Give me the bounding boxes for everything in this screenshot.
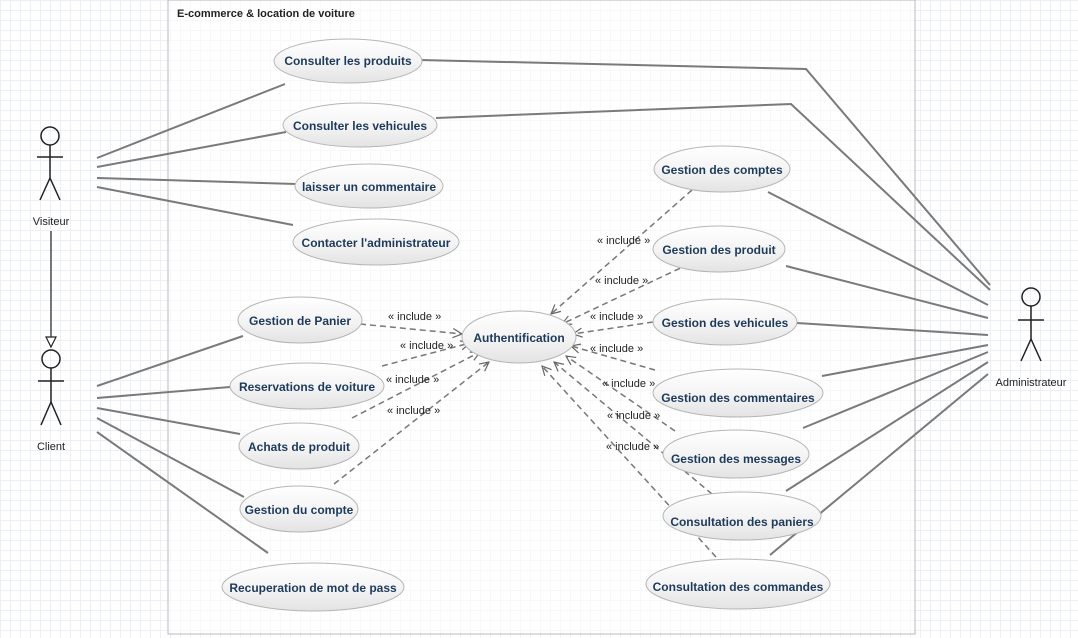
svg-text:Consultation des commandes: Consultation des commandes [653, 580, 824, 594]
include-label: « include » [607, 410, 660, 422]
svg-text:Gestion des comptes: Gestion des comptes [661, 163, 783, 177]
svg-text:Reservations de voiture: Reservations de voiture [239, 380, 375, 394]
include-dependencies [333, 189, 717, 558]
include-label: « include » [400, 340, 453, 352]
include-label: « include » [387, 405, 440, 417]
svg-text:Consulter les vehicules: Consulter les vehicules [293, 119, 427, 133]
administrateur-associations [419, 59, 991, 556]
usecase-consultation-commandes[interactable]: Consultation des commandes [645, 558, 831, 610]
system-title: E-commerce & location de voiture [177, 8, 355, 20]
usecase-gestion-panier[interactable]: Gestion de Panier [237, 296, 363, 344]
include-label: « include » [602, 378, 655, 390]
svg-text:Gestion des produit: Gestion des produit [662, 243, 775, 257]
svg-text:Gestion du compte: Gestion du compte [245, 503, 354, 517]
usecase-consultation-paniers[interactable]: Consultation des paniers [662, 491, 822, 541]
svg-text:Contacter l'administrateur: Contacter l'administrateur [302, 236, 451, 250]
actor-administrateur-label: Administrateur [996, 377, 1067, 389]
include-label: « include » [590, 311, 643, 323]
usecase-gestion-compte[interactable]: Gestion du compte [239, 485, 359, 533]
usecase-achats-produit[interactable]: Achats de produit [238, 422, 360, 470]
actor-administrateur[interactable]: Administrateur [996, 287, 1067, 389]
svg-text:Gestion des commentaires: Gestion des commentaires [661, 391, 815, 405]
actor-visiteur[interactable]: Visiteur [33, 126, 70, 228]
client-associations [96, 335, 269, 554]
usecase-authentification[interactable]: Authentification [461, 310, 577, 364]
svg-text:Gestion des messages: Gestion des messages [671, 452, 801, 466]
include-label: « include » [590, 343, 643, 355]
include-label: « include » [388, 311, 441, 323]
usecase-gestion-comptes[interactable]: Gestion des comptes [653, 145, 791, 193]
usecase-gestion-messages[interactable]: Gestion des messages [662, 429, 810, 479]
usecase-reservations-voiture[interactable]: Reservations de voiture [229, 362, 385, 410]
svg-text:Authentification: Authentification [473, 331, 564, 345]
svg-text:Consultation des paniers: Consultation des paniers [670, 515, 814, 529]
svg-text:Consulter les produits: Consulter les produits [284, 54, 412, 68]
actor-client-label: Client [37, 441, 65, 453]
usecase-consulter-produits[interactable]: Consulter les produits [273, 38, 423, 84]
actor-client[interactable]: Client [37, 349, 65, 453]
include-label: « include » [606, 441, 659, 453]
svg-text:Gestion de Panier: Gestion de Panier [249, 314, 351, 328]
include-label: « include » [595, 275, 648, 287]
svg-text:laisser un commentaire: laisser un commentaire [302, 180, 436, 194]
usecase-gestion-produit[interactable]: Gestion des produit [652, 225, 786, 273]
svg-text:Achats de produit: Achats de produit [248, 440, 350, 454]
usecase-recuperation-mot-de-pass[interactable]: Recuperation de mot de pass [221, 562, 405, 612]
actor-visiteur-label: Visiteur [33, 216, 70, 228]
include-labels: « include » « include » « include » « in… [386, 235, 660, 453]
visiteur-associations [96, 83, 297, 226]
usecase-gestion-commentaires[interactable]: Gestion des commentaires [652, 368, 824, 418]
usecase-gestion-vehicules[interactable]: Gestion des vehicules [652, 298, 798, 346]
usecase-consulter-vehicules[interactable]: Consulter les vehicules [282, 102, 438, 148]
svg-text:Gestion des vehicules: Gestion des vehicules [662, 316, 789, 330]
svg-text:Recuperation de mot de pass: Recuperation de mot de pass [229, 581, 397, 595]
usecase-contacter-administrateur[interactable]: Contacter l'administrateur [292, 218, 460, 266]
usecase-laisser-commentaire[interactable]: laisser un commentaire [294, 163, 444, 209]
include-label: « include » [597, 235, 650, 247]
include-label: « include » [386, 374, 439, 386]
